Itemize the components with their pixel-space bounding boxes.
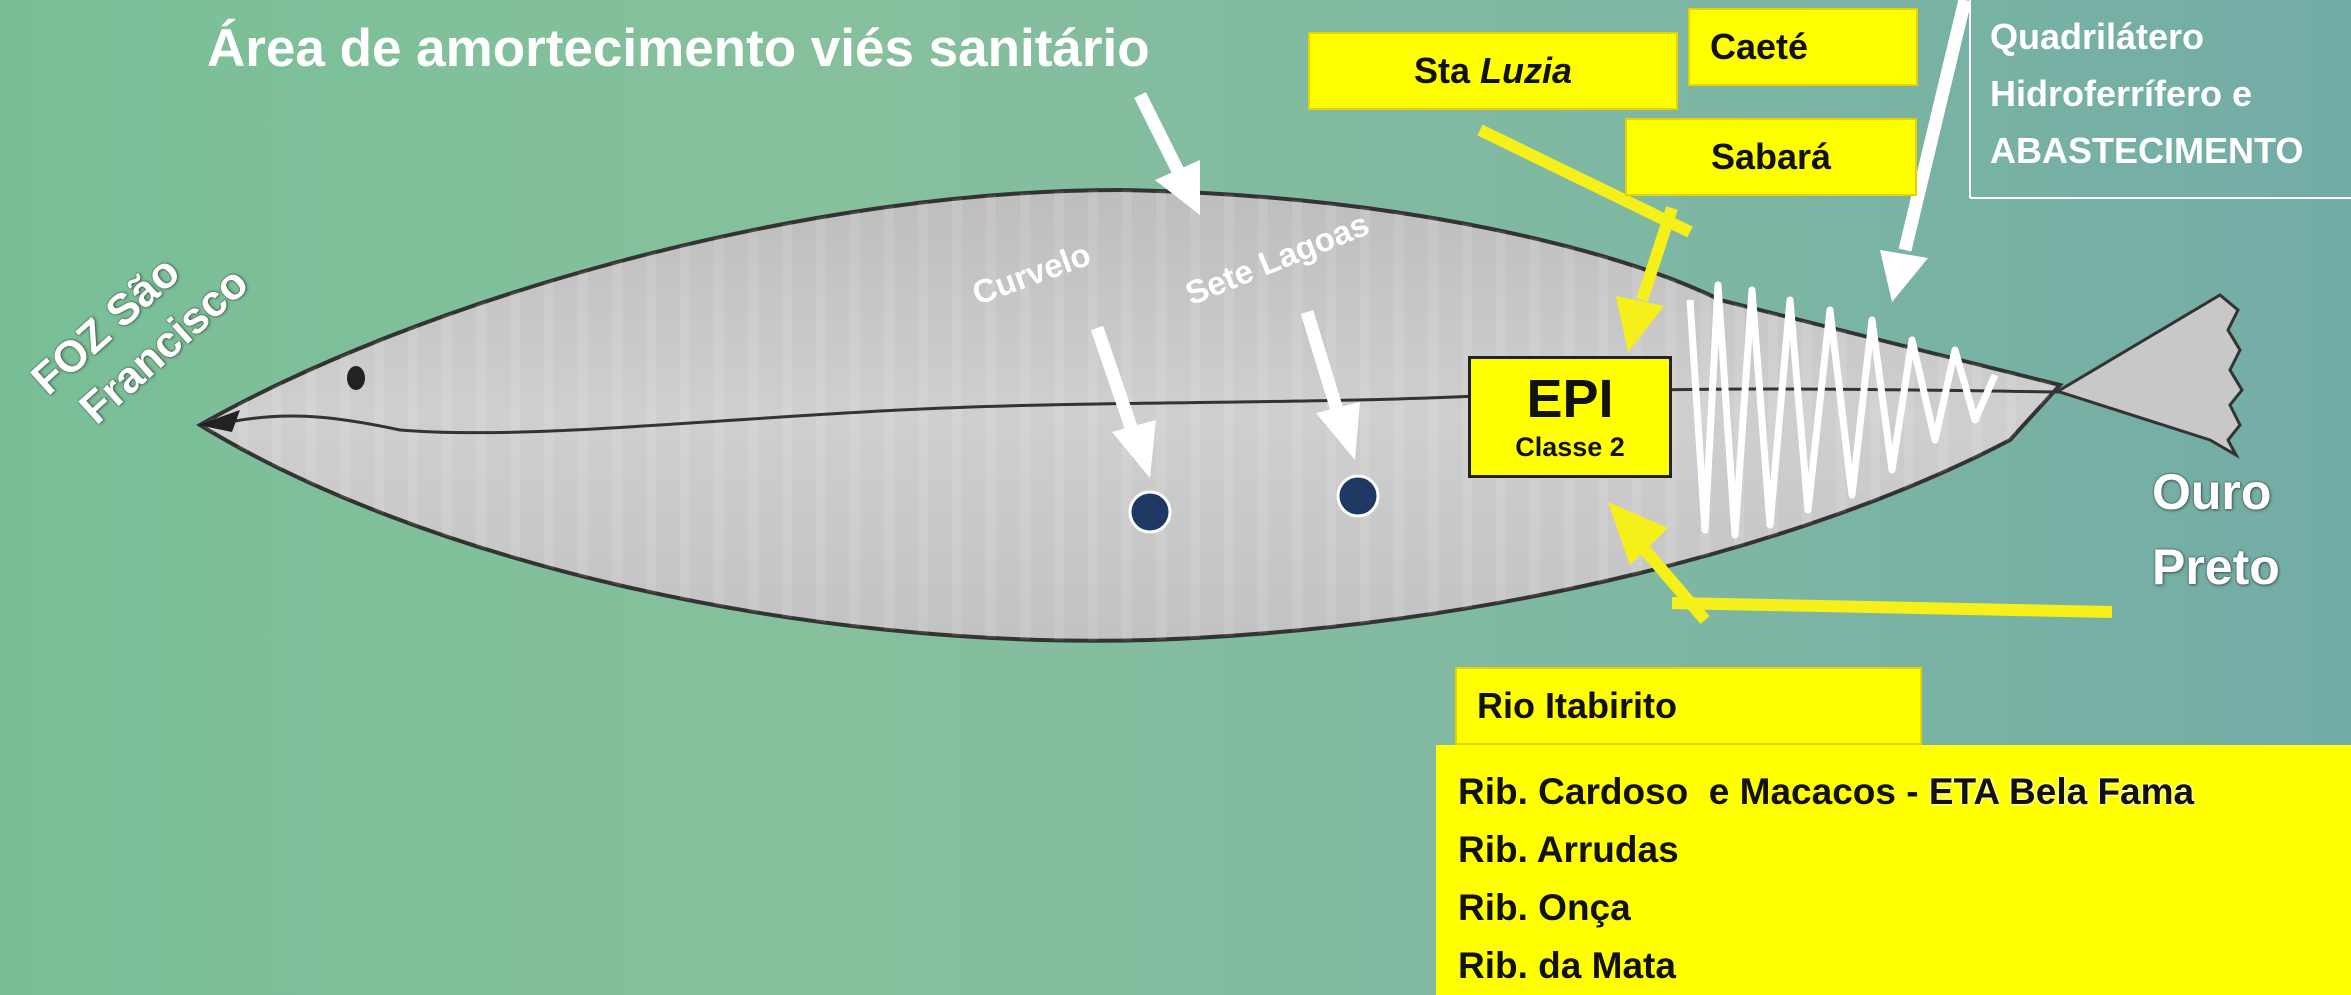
fish-lateral-line — [214, 387, 2061, 435]
yellow-arrow-rio-itabirito — [1640, 546, 1710, 624]
sabara-label: Sabará — [1710, 136, 1832, 177]
epi-main-label: EPI — [1526, 369, 1614, 429]
curvelo-dot — [1128, 490, 1172, 534]
rio-itabirito-label: Rio Itabirito — [1477, 685, 1677, 726]
epi-box: EPI Classe 2 — [1468, 356, 1672, 478]
fish-eye — [347, 366, 365, 390]
arrow-quadrilatero — [1898, 0, 1972, 252]
arrow-to-curvelo — [1090, 325, 1139, 433]
quadrilatero-line3: ABASTECIMENTO — [1990, 130, 2304, 171]
quadrilatero-label: Quadrilátero Hidroferrífero e ABASTECIME… — [1990, 8, 2303, 179]
ouro-preto-label: Ouro Preto — [2152, 455, 2280, 605]
sta-luzia-box: Sta Luzia — [1308, 32, 1678, 110]
zigzag-mining-area — [1686, 281, 1999, 539]
ouro-preto-line1: Ouro — [2152, 464, 2272, 520]
sete-lagoas-dot — [1336, 474, 1380, 518]
page-title: Área de amortecimento viés sanitário — [207, 19, 1150, 78]
rib-cardoso-row: Rib. Cardoso e Macacos - ETA Bela Fama — [1458, 763, 2351, 821]
fish-mouth — [198, 410, 240, 432]
yellow-arrow-sabara — [1636, 206, 1678, 302]
rib-arrudas-label: Rib. Arrudas — [1458, 829, 1679, 870]
yellow-arrows — [1477, 124, 2113, 624]
ouro-preto-line2: Preto — [2152, 539, 2280, 595]
fish-tail — [2058, 293, 2244, 459]
arrow-title-to-fish — [1134, 92, 1186, 178]
yellow-line-ouro-preto — [1671, 597, 2113, 618]
sta-luzia-prefix: Sta — [1413, 50, 1480, 91]
white-arrows — [1090, 0, 1972, 478]
quadrilatero-line2: Hidroferrífero e — [1990, 73, 2253, 114]
caete-label: Caeté — [1710, 26, 1809, 67]
quadrilatero-line1: Quadrilátero — [1990, 16, 2205, 57]
sta-luzia-italic: Luzia — [1480, 50, 1573, 91]
ribeiroes-box: Rib. Cardoso e Macacos - ETA Bela Fama R… — [1436, 745, 2351, 995]
rio-itabirito-box: Rio Itabirito — [1455, 667, 1922, 745]
rib-da-mata-label: Rib. da Mata — [1458, 945, 1676, 986]
arrow-to-sete-lagoas — [1300, 310, 1344, 412]
rib-cardoso-label: Rib. Cardoso e Macacos - — [1458, 771, 1929, 812]
eta-bela-fama-label: ETA Bela Fama — [1928, 771, 2195, 812]
quadrilatero-bracket — [1969, 0, 2351, 199]
caete-box: Caeté — [1688, 8, 1918, 86]
sabara-box: Sabará — [1625, 118, 1917, 196]
rib-onca-label: Rib. Onça — [1458, 887, 1631, 928]
yellow-line-sta-luzia — [1477, 124, 1693, 238]
epi-class-label: Classe 2 — [1515, 432, 1625, 462]
